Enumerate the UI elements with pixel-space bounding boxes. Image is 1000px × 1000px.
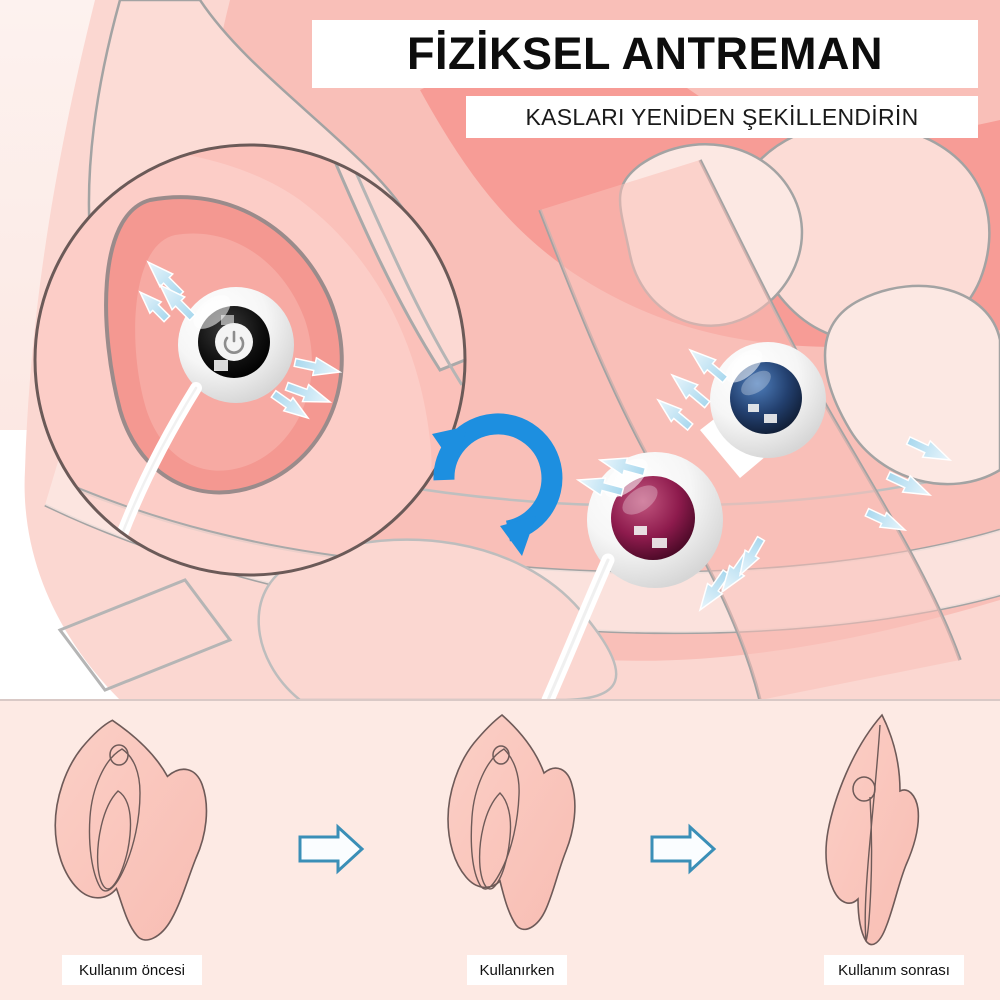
power-button-icon <box>223 330 245 354</box>
figure-during <box>447 713 576 931</box>
caption-before: Kullanım öncesi <box>62 955 202 985</box>
caption-during: Kullanırken <box>467 955 567 985</box>
figure-after <box>825 713 920 946</box>
section-divider <box>0 699 1000 701</box>
inset-pressure-arrows <box>138 260 343 420</box>
title-banner: FİZİKSEL ANTREMAN <box>312 20 978 88</box>
caption-during-label: Kullanırken <box>479 961 555 979</box>
pressure-arrows-right <box>575 348 766 612</box>
figure-before <box>54 719 208 941</box>
progress-arrow-1 <box>298 823 365 875</box>
page-title: FİZİKSEL ANTREMAN <box>407 28 883 79</box>
subtitle-banner: KASLARI YENİDEN ŞEKİLLENDİRİN <box>466 96 978 138</box>
pressure-arrows-far-right <box>864 435 953 532</box>
caption-after-label: Kullanım sonrası <box>838 961 950 979</box>
comparison-figures-svg <box>0 701 1000 1000</box>
page-subtitle: KASLARI YENİDEN ŞEKİLLENDİRİN <box>525 103 919 130</box>
caption-after: Kullanım sonrası <box>824 955 964 985</box>
comparison-strip <box>0 701 1000 1000</box>
magnifier-inset <box>33 143 467 577</box>
caption-before-label: Kullanım öncesi <box>79 961 185 979</box>
progress-arrow-2 <box>650 823 717 875</box>
rotation-arrows-icon <box>432 413 563 556</box>
